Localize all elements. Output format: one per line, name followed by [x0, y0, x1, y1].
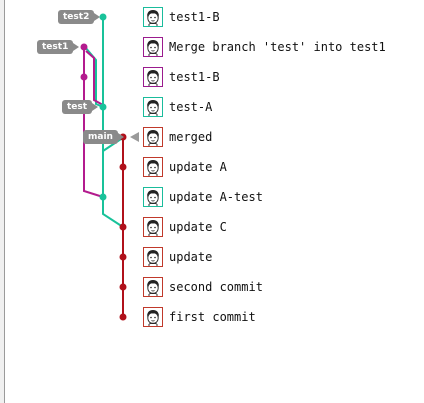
user-avatar-icon — [143, 127, 163, 147]
commit-row[interactable]: test-A — [143, 95, 212, 119]
user-avatar-icon — [143, 7, 163, 27]
commit-message: test-A — [169, 100, 213, 114]
user-avatar-icon — [143, 97, 163, 117]
commit-message: test1-B — [169, 10, 220, 24]
branch-tag-test1[interactable]: test1 — [37, 40, 80, 54]
commit-message: update C — [169, 220, 227, 234]
commit-message: merged — [169, 130, 213, 144]
commit-row[interactable]: Merge branch 'test' into test1 — [143, 35, 386, 59]
commit-message: test1-B — [169, 70, 220, 84]
commit-message: update A-test — [169, 190, 263, 204]
graph-edge-test-merge — [84, 46, 104, 108]
user-avatar-icon — [143, 217, 163, 237]
commit-node — [99, 103, 107, 111]
commit-row[interactable]: update A-test — [143, 185, 263, 209]
commit-row[interactable]: update C — [143, 215, 227, 239]
user-avatar-icon — [143, 157, 163, 177]
branch-tag-main[interactable]: main — [83, 130, 124, 144]
commit-node — [119, 313, 127, 321]
user-avatar-icon — [143, 67, 163, 87]
user-avatar-icon — [143, 307, 163, 327]
commit-row[interactable]: first commit — [143, 305, 256, 329]
commit-message: second commit — [169, 280, 263, 294]
commit-row[interactable]: test1-B — [143, 5, 220, 29]
commit-node — [80, 73, 88, 81]
commit-node — [80, 43, 88, 51]
commit-message: update — [169, 250, 213, 264]
commit-row[interactable]: test1-B — [143, 65, 220, 89]
commit-row[interactable]: merged — [143, 125, 212, 149]
commit-message: first commit — [169, 310, 256, 324]
commit-message: update A — [169, 160, 227, 174]
branch-tag-test2[interactable]: test2 — [58, 10, 101, 24]
user-avatar-icon — [143, 187, 163, 207]
commit-row[interactable]: second commit — [143, 275, 263, 299]
commit-node — [119, 283, 127, 291]
window-left-border — [0, 0, 5, 403]
commit-row[interactable]: update A — [143, 155, 227, 179]
graph-edge-test — [102, 17, 124, 228]
user-avatar-icon — [143, 37, 163, 57]
commit-message: Merge branch 'test' into test1 — [169, 40, 386, 54]
graph-edge-test1-merge — [85, 50, 104, 106]
branch-tag-test[interactable]: test — [62, 100, 99, 114]
commit-node — [119, 223, 127, 231]
commit-node — [119, 163, 127, 171]
head-pointer-icon — [130, 132, 139, 142]
commit-node — [99, 193, 107, 201]
user-avatar-icon — [143, 277, 163, 297]
commit-row[interactable]: update — [143, 245, 212, 269]
commit-node — [99, 13, 107, 21]
graph-edge-test-into-main — [102, 138, 122, 152]
user-avatar-icon — [143, 247, 163, 267]
commit-node — [119, 253, 127, 261]
